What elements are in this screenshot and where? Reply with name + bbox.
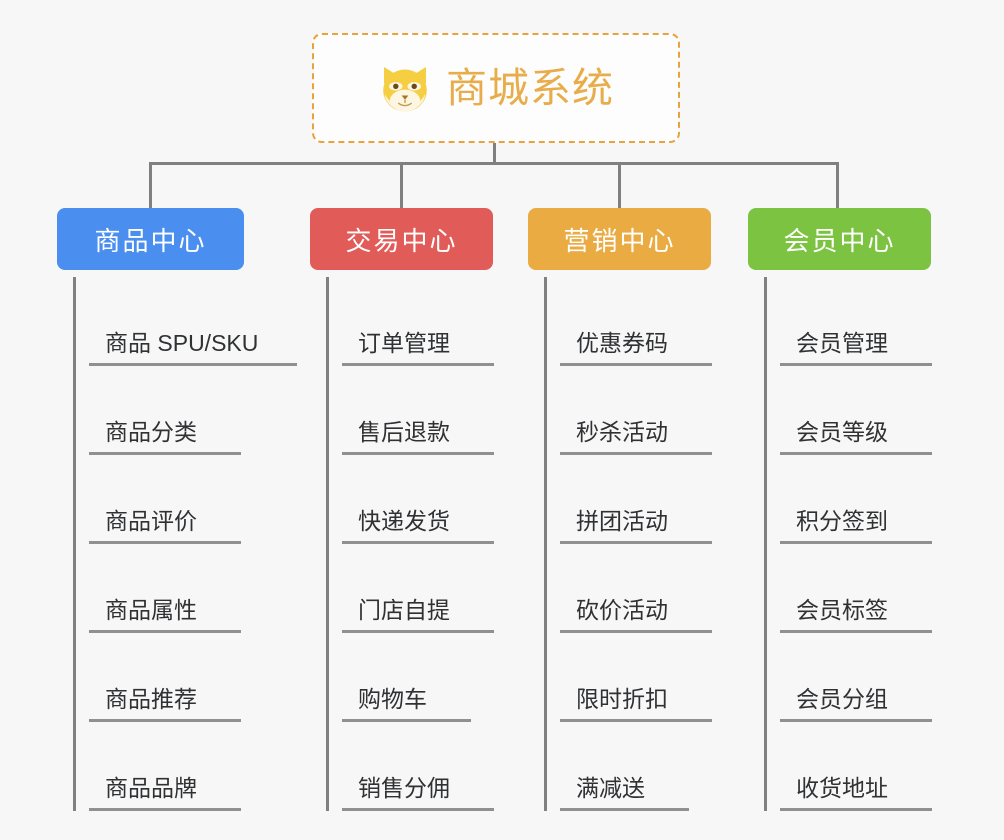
list-item-underline xyxy=(342,630,494,633)
list-item[interactable]: 售后退款 xyxy=(326,366,540,455)
shiba-dog-face-icon xyxy=(383,67,427,112)
category-header-member[interactable]: 会员中心 xyxy=(748,208,931,270)
list-item-underline xyxy=(342,363,494,366)
list-item-underline xyxy=(560,363,712,366)
list-item-label: 商品评价 xyxy=(105,508,197,534)
category-items-marketing: 优惠券码 秒杀活动 拼团活动 砍价活动 限时折扣 满减送 xyxy=(528,277,758,811)
list-item-underline xyxy=(89,719,241,722)
category-column-product: 商品中心 商品 SPU/SKU 商品分类 商品评价 商品属性 商品推荐 xyxy=(57,208,317,811)
list-item-label: 商品 SPU/SKU xyxy=(105,330,259,356)
list-item-label: 商品推荐 xyxy=(105,686,197,712)
list-item[interactable]: 门店自提 xyxy=(326,544,540,633)
connector-drop-3 xyxy=(618,162,621,210)
list-item-label: 销售分佣 xyxy=(358,775,450,801)
list-item-underline xyxy=(780,719,932,722)
list-item[interactable]: 拼团活动 xyxy=(544,455,758,544)
list-item[interactable]: 商品评价 xyxy=(73,455,317,544)
list-item[interactable]: 商品推荐 xyxy=(73,633,317,722)
list-item-label: 商品品牌 xyxy=(105,775,197,801)
list-item-underline xyxy=(780,541,932,544)
list-item-underline xyxy=(780,808,932,811)
list-item[interactable]: 满减送 xyxy=(544,722,758,811)
category-header-trade[interactable]: 交易中心 xyxy=(310,208,493,270)
list-item-label: 收货地址 xyxy=(796,775,888,801)
list-item-underline xyxy=(342,541,494,544)
list-item-underline xyxy=(780,363,932,366)
list-item-underline xyxy=(560,808,689,811)
column-trunk-line xyxy=(73,277,76,811)
connector-drop-2 xyxy=(400,162,403,210)
category-header-marketing[interactable]: 营销中心 xyxy=(528,208,711,270)
list-item-label: 优惠券码 xyxy=(576,330,668,356)
column-trunk-line xyxy=(544,277,547,811)
list-item-label: 积分签到 xyxy=(796,508,888,534)
list-item[interactable]: 快递发货 xyxy=(326,455,540,544)
list-item-underline xyxy=(560,630,712,633)
list-item-label: 限时折扣 xyxy=(576,686,668,712)
list-item[interactable]: 商品 SPU/SKU xyxy=(73,277,317,366)
list-item-underline xyxy=(342,719,471,722)
list-item[interactable]: 秒杀活动 xyxy=(544,366,758,455)
list-item[interactable]: 订单管理 xyxy=(326,277,540,366)
list-item[interactable]: 会员分组 xyxy=(764,633,978,722)
category-items-product: 商品 SPU/SKU 商品分类 商品评价 商品属性 商品推荐 商品品牌 xyxy=(57,277,317,811)
list-item[interactable]: 商品分类 xyxy=(73,366,317,455)
list-item[interactable]: 销售分佣 xyxy=(326,722,540,811)
list-item-label: 门店自提 xyxy=(358,597,450,623)
list-item-label: 砍价活动 xyxy=(576,597,668,623)
list-item-underline xyxy=(780,452,932,455)
list-item-label: 拼团活动 xyxy=(576,508,668,534)
category-header-product[interactable]: 商品中心 xyxy=(57,208,244,270)
list-item-underline xyxy=(560,541,712,544)
list-item-underline xyxy=(560,452,712,455)
root-title: 商城系统 xyxy=(446,64,614,111)
list-item[interactable]: 会员标签 xyxy=(764,544,978,633)
category-column-trade: 交易中心 订单管理 售后退款 快递发货 门店自提 购物车 xyxy=(310,208,540,811)
list-item-underline xyxy=(89,630,241,633)
list-item[interactable]: 砍价活动 xyxy=(544,544,758,633)
list-item[interactable]: 积分签到 xyxy=(764,455,978,544)
list-item[interactable]: 会员等级 xyxy=(764,366,978,455)
list-item[interactable]: 限时折扣 xyxy=(544,633,758,722)
list-item-underline xyxy=(89,808,241,811)
list-item[interactable]: 收货地址 xyxy=(764,722,978,811)
list-item-label: 满减送 xyxy=(576,775,645,801)
column-trunk-line xyxy=(764,277,767,811)
list-item-underline xyxy=(89,363,297,366)
list-item-label: 售后退款 xyxy=(358,419,450,445)
list-item[interactable]: 商品品牌 xyxy=(73,722,317,811)
connector-horizontal-bus xyxy=(149,162,836,165)
connector-drop-1 xyxy=(149,162,152,210)
list-item-underline xyxy=(560,719,712,722)
list-item[interactable]: 商品属性 xyxy=(73,544,317,633)
list-item-label: 会员分组 xyxy=(796,686,888,712)
list-item-underline xyxy=(89,452,241,455)
category-items-trade: 订单管理 售后退款 快递发货 门店自提 购物车 销售分佣 xyxy=(310,277,540,811)
list-item-label: 秒杀活动 xyxy=(576,419,668,445)
connector-drop-4 xyxy=(836,162,839,210)
list-item-underline xyxy=(89,541,241,544)
column-trunk-line xyxy=(326,277,329,811)
category-items-member: 会员管理 会员等级 积分签到 会员标签 会员分组 收货地址 xyxy=(748,277,978,811)
root-node[interactable]: 商城系统 xyxy=(312,33,680,143)
list-item-label: 商品属性 xyxy=(105,597,197,623)
list-item-label: 订单管理 xyxy=(358,330,450,356)
list-item[interactable]: 会员管理 xyxy=(764,277,978,366)
list-item-label: 购物车 xyxy=(358,686,427,712)
list-item-underline xyxy=(780,630,932,633)
list-item-underline xyxy=(342,808,494,811)
list-item-label: 会员管理 xyxy=(796,330,888,356)
list-item-label: 商品分类 xyxy=(105,419,197,445)
list-item-label: 会员标签 xyxy=(796,597,888,623)
list-item-label: 会员等级 xyxy=(796,419,888,445)
list-item-underline xyxy=(342,452,494,455)
list-item-label: 快递发货 xyxy=(358,508,450,534)
category-column-member: 会员中心 会员管理 会员等级 积分签到 会员标签 会员分组 xyxy=(748,208,978,811)
category-column-marketing: 营销中心 优惠券码 秒杀活动 拼团活动 砍价活动 限时折扣 xyxy=(528,208,758,811)
connector-root-stem xyxy=(493,143,496,165)
list-item[interactable]: 优惠券码 xyxy=(544,277,758,366)
list-item[interactable]: 购物车 xyxy=(326,633,540,722)
